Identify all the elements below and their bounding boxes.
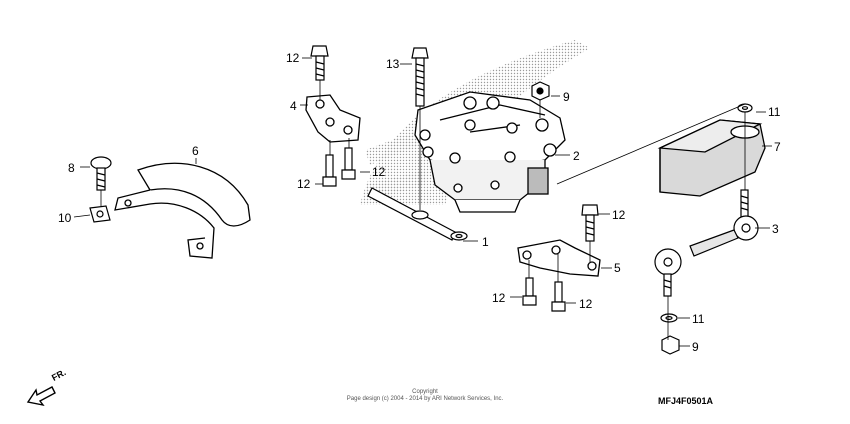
- callout-12-lower-left-bolt: 12: [492, 291, 506, 305]
- copyright-text: Page design (c) 2004 - 2014 by ARI Netwo…: [346, 396, 504, 402]
- part-8-screw: [90, 156, 112, 191]
- callout-11-top: 11: [768, 105, 781, 119]
- part-4-bracket: [305, 94, 361, 143]
- part-2-damper-assembly: [414, 91, 566, 213]
- callout-9-lower: 9: [692, 340, 699, 354]
- part-12-bolts-under-bracket: [322, 147, 356, 187]
- callout-4: 4: [290, 99, 297, 113]
- center-lines: [100, 80, 746, 340]
- callout-11-lower: 11: [692, 312, 705, 326]
- callout-6: 6: [192, 144, 199, 158]
- callout-13: 13: [386, 57, 400, 71]
- callout-10: 10: [58, 211, 72, 225]
- callout-12-left-bolt: 12: [297, 177, 311, 191]
- callout-12-mid-bolt: 12: [372, 165, 386, 179]
- part-1-stay-rod: [367, 187, 468, 241]
- part-3-rod-end: [654, 189, 759, 297]
- part-12-bolt-right: [581, 204, 599, 242]
- part-12-bolts-under-lower-bracket: [522, 277, 566, 312]
- callout-3: 3: [772, 222, 779, 236]
- part-10-clip-nut: [89, 205, 111, 223]
- part-11-washer-lower: [660, 313, 678, 323]
- part-5-lower-bracket: [517, 239, 601, 277]
- diagram-code: MFJ4F0501A: [658, 396, 714, 406]
- leader-lines: [73, 57, 772, 347]
- part-11-washer-top: [737, 103, 753, 113]
- callout-1: 1: [482, 235, 489, 249]
- part-9-nut-top: [531, 81, 550, 101]
- callout-5: 5: [614, 261, 621, 275]
- callout-12-lower-right-bolt: 12: [579, 297, 593, 311]
- callout-7: 7: [774, 140, 781, 154]
- front-direction-arrow-icon: [26, 386, 56, 407]
- part-13-bolt: [411, 47, 429, 107]
- callout-12-right-bolt: 12: [612, 208, 626, 222]
- copyright-title: Copyright: [412, 389, 438, 395]
- part-12-bolt-upper: [310, 45, 329, 81]
- part-6-cover: [114, 162, 251, 259]
- callout-12-upper-bolt: 12: [286, 51, 300, 65]
- callout-9-top: 9: [563, 90, 570, 104]
- part-9-nut-lower: [661, 335, 680, 355]
- callout-8: 8: [68, 161, 75, 175]
- part-7-collar: [657, 119, 766, 197]
- callout-2: 2: [573, 149, 580, 163]
